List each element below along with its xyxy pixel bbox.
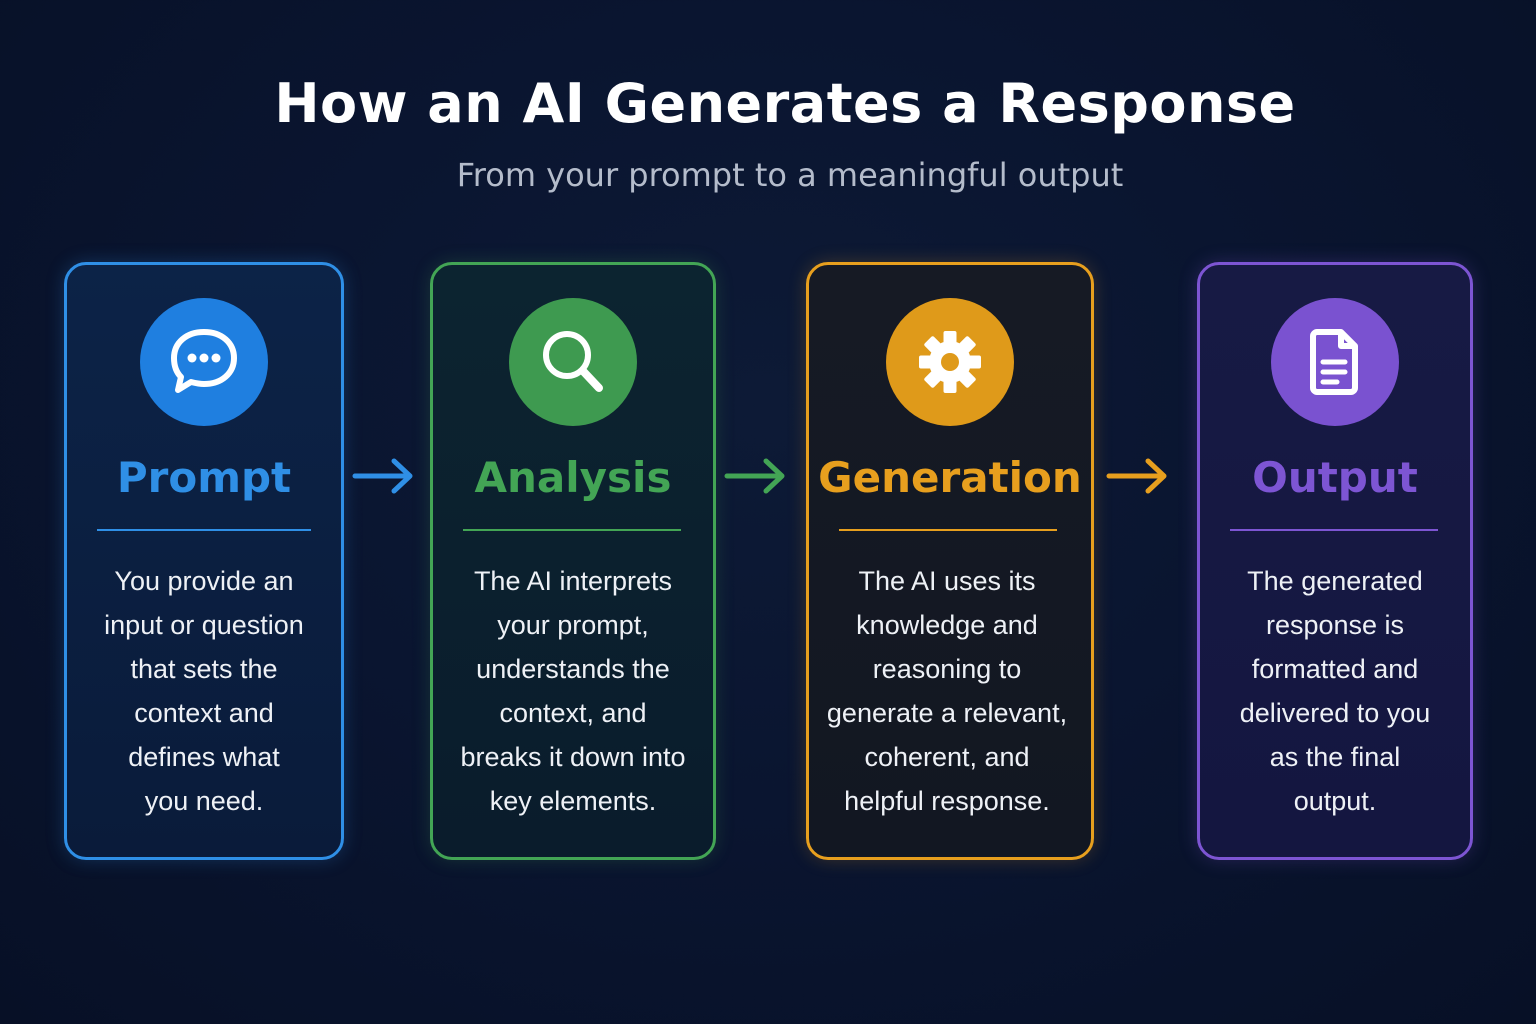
step-heading: Prompt xyxy=(116,453,292,502)
step-divider xyxy=(463,529,681,531)
step-card-analysis: Analysis The AI interprets your prompt, … xyxy=(430,262,716,860)
page-title: How an AI Generates a Response xyxy=(274,72,1296,135)
step-description: The generated response is formatted and … xyxy=(1239,566,1431,816)
step-divider xyxy=(1230,529,1438,531)
step-card-prompt: Prompt You provide an input or question … xyxy=(64,262,344,860)
step-heading: Output xyxy=(1252,453,1418,502)
magnifier-icon xyxy=(509,298,637,426)
step-description: You provide an input or question that se… xyxy=(104,566,304,816)
chat-bubble-icon xyxy=(140,298,268,426)
arrow-right-icon xyxy=(1106,458,1167,494)
document-icon xyxy=(1271,298,1399,426)
step-card-generation: Generation The AI uses its knowledge and… xyxy=(806,262,1094,860)
arrow-right-icon xyxy=(724,458,785,494)
step-description: The AI interprets your prompt, understan… xyxy=(460,566,686,816)
step-description: The AI uses its knowledge and reasoning … xyxy=(826,566,1068,816)
arrow-right-icon xyxy=(352,458,413,494)
step-divider xyxy=(839,529,1057,531)
step-divider xyxy=(97,529,311,531)
gear-icon xyxy=(886,298,1014,426)
step-card-output: Output The generated response is formatt… xyxy=(1197,262,1473,860)
step-heading: Analysis xyxy=(474,453,672,502)
page-subtitle: From your prompt to a meaningful output xyxy=(456,156,1124,194)
step-heading: Generation xyxy=(818,453,1082,502)
